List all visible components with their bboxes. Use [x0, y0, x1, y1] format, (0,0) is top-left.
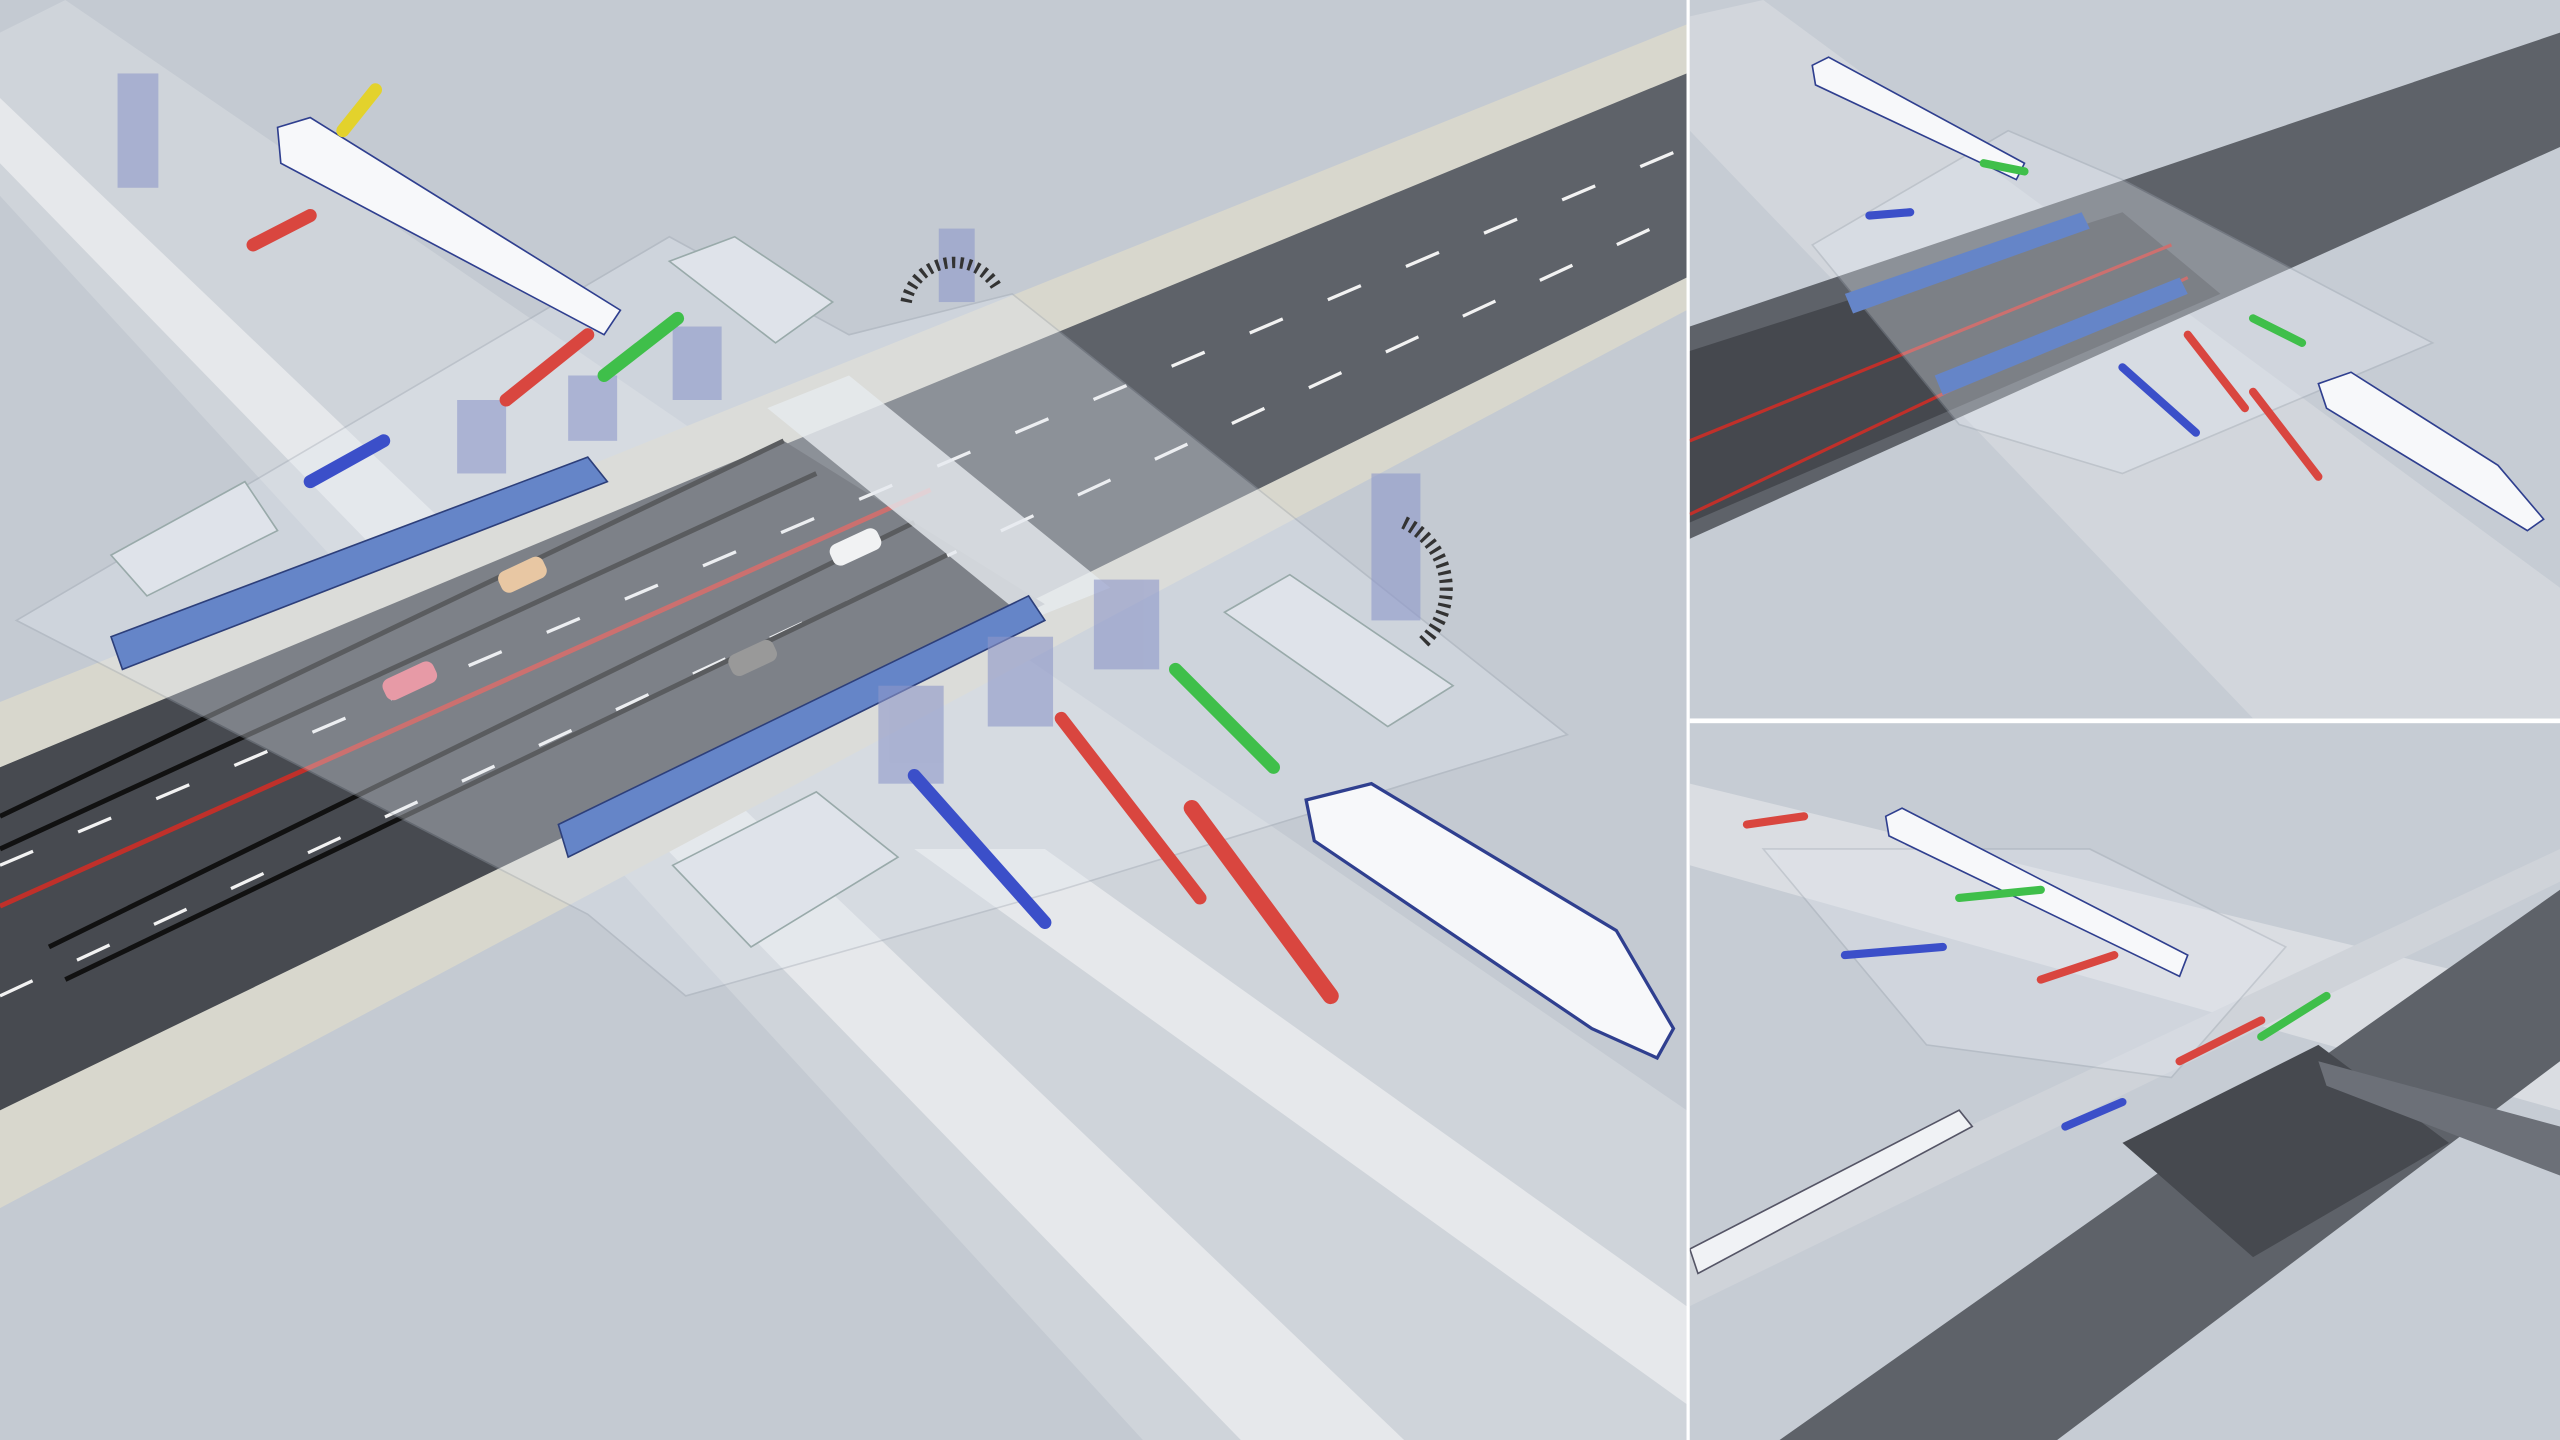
underpass-shadow [1689, 212, 2221, 523]
panel-divider [1686, 0, 1690, 1440]
arrow-red [1054, 711, 1207, 905]
top-right-view [1689, 0, 2560, 719]
car [829, 528, 882, 566]
red-route-line [1689, 243, 2173, 443]
tram [1689, 1109, 1974, 1275]
arrow-red [499, 328, 595, 407]
car [498, 556, 547, 593]
arrow-blue [303, 434, 391, 489]
tram [1844, 212, 2090, 314]
arrow-blue [907, 768, 1052, 929]
rail-platform-strip [914, 848, 1687, 1405]
rail-corridor [1689, 0, 2560, 719]
tram [557, 594, 1047, 859]
high-speed-train [276, 116, 622, 336]
crosswalk [767, 375, 1111, 621]
spiral-stair [900, 256, 1001, 304]
station-box [109, 480, 279, 597]
high-speed-train [2317, 371, 2545, 532]
glass-concourse [1761, 848, 2288, 1079]
arrow-green [597, 311, 685, 383]
tram-tracks [0, 438, 949, 982]
panel-divider [1689, 718, 2560, 724]
red-route-line [0, 487, 932, 909]
flow-arrows [1742, 812, 2331, 1131]
underpass-shadow [0, 440, 1045, 1111]
flow-arrows [246, 83, 1339, 1005]
station-box [671, 790, 900, 948]
arrow-red [1183, 800, 1339, 1005]
elevator-shafts [117, 73, 1421, 784]
arrow-yellow [336, 83, 383, 138]
bottom-right-view [1689, 723, 2560, 1440]
main-view [0, 0, 1687, 1440]
arrow-green [1168, 662, 1281, 774]
car [382, 661, 438, 701]
tram [1934, 277, 2188, 396]
tram [109, 456, 609, 671]
lane-markings [0, 145, 1687, 998]
station-box [1222, 573, 1455, 728]
tram-corridor [1689, 848, 2560, 1307]
train-dark [2318, 1061, 2560, 1176]
arrow-red [246, 208, 317, 252]
car [728, 639, 777, 676]
high-speed-train [1304, 781, 1676, 1061]
station-box [667, 235, 835, 344]
flow-arrows [1865, 159, 2323, 481]
